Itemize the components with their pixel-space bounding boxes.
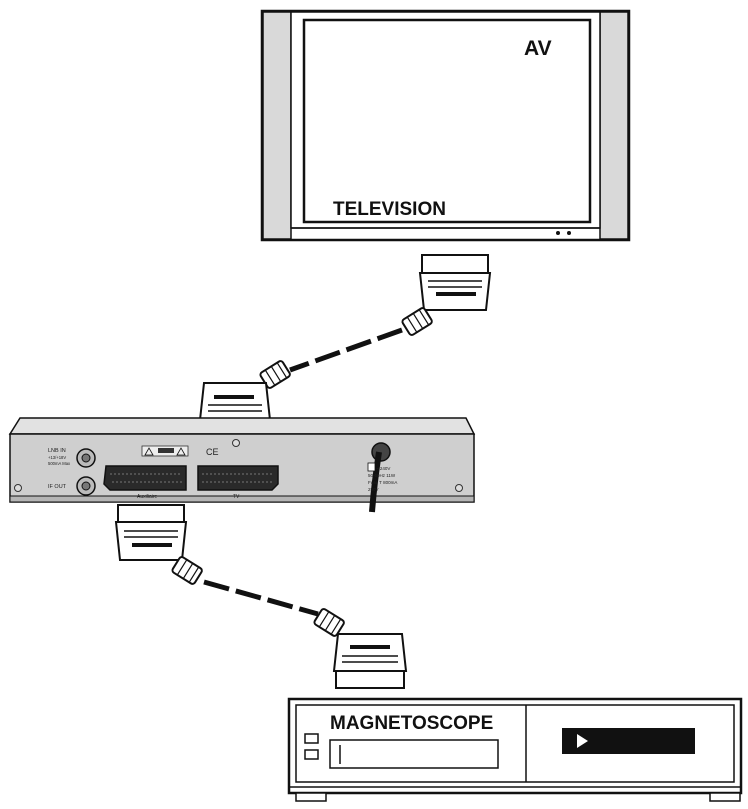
vcr-label: MAGNETOSCOPE [330,713,493,734]
if-out-label: IF OUT [48,484,67,490]
receiver-top [8,417,476,435]
tv-left-bezel [262,11,292,240]
tv-input-label: AV [524,37,552,60]
lnb-in-spec-2: 500mA Max [48,461,71,466]
tv-led-1 [556,231,560,235]
scart-tv-label: TV [233,494,240,500]
screw-top [232,439,240,447]
satellite-receiver: LNB IN +13/+18V 500mA Max IF OUT CE Auxi… [8,417,476,513]
scart-socket-aux: Auxiliaire [103,465,187,500]
tv-screen [302,18,592,224]
lnb-in-label: LNB IN [48,448,66,454]
cable-line-vcr [203,579,319,617]
vcr-foot-right [709,792,741,802]
tv-led-2 [567,231,571,235]
power-cord: ~ 240V 50-60Hz 11W Fuse T 800mA 250V [367,442,397,513]
tv-right-bezel [599,11,629,240]
tv-label: TELEVISION [333,199,446,220]
lnb-in-spec-1: +13/+18V [48,455,66,460]
if-out-connector: IF OUT [48,476,96,496]
power-spec-2: 50-60Hz 11W [368,473,396,478]
play-icon [577,734,588,748]
vcr-button-1 [304,733,319,744]
vcr: MAGNETOSCOPE [287,697,743,802]
scart-cable-vcr [114,504,408,689]
scart-socket-tv: TV [197,465,279,500]
screw-right [455,484,463,492]
vcr-button-2 [304,749,319,760]
vcr-display [329,739,499,769]
television: AV TELEVISION [260,9,631,242]
ce-mark: CE [206,447,219,457]
screw-left [14,484,22,492]
power-spec-1: ~ 240V [376,466,390,471]
scart-cable-tv [198,254,492,437]
scart-aux-label: Auxiliaire [137,494,158,500]
scart-plug-vcr-end [313,608,408,689]
vcr-foot-left [295,792,327,802]
power-spec-4: 250V [368,487,379,492]
scart-plug-tv-end [401,254,492,336]
scart-plug-receiver-aux-end [114,504,203,585]
lnb-in-connector: LNB IN +13/+18V 500mA Max [48,448,96,468]
cable-line-tv [289,327,403,373]
power-spec-3: Fuse T 800mA [368,480,397,485]
